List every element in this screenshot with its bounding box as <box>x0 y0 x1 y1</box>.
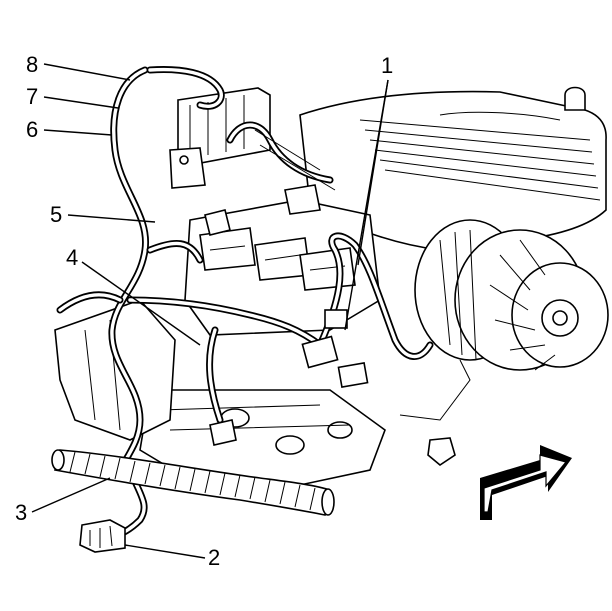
leader-3 <box>31 477 111 513</box>
leader-1b <box>357 79 389 266</box>
callout-2: 2 <box>208 545 220 570</box>
callout-6: 6 <box>26 117 38 142</box>
leader-8 <box>43 63 131 81</box>
plug-wire-bundle <box>226 121 336 191</box>
leader-5 <box>67 214 156 223</box>
leader-4 <box>81 261 201 346</box>
harness-connectors <box>209 309 456 466</box>
exhaust-manifold <box>139 389 386 486</box>
intake-manifold <box>299 86 607 251</box>
bottom-connector <box>79 519 126 553</box>
callout-8: 8 <box>26 52 38 77</box>
front-direction-arrow-icon <box>480 445 572 520</box>
leader-6 <box>43 129 113 136</box>
alternator <box>399 219 609 421</box>
callout-5: 5 <box>50 202 62 227</box>
harness-conduit <box>51 449 335 516</box>
callout-7: 7 <box>26 84 38 109</box>
engine-block-center <box>184 184 381 336</box>
callouts: 1 2 3 4 5 6 7 8 <box>15 52 393 570</box>
leader-2 <box>124 544 206 559</box>
callout-4: 4 <box>66 245 78 270</box>
callout-3: 3 <box>15 500 27 525</box>
callout-1: 1 <box>381 53 393 78</box>
leader-7 <box>43 96 119 109</box>
leader-lines <box>31 63 389 559</box>
